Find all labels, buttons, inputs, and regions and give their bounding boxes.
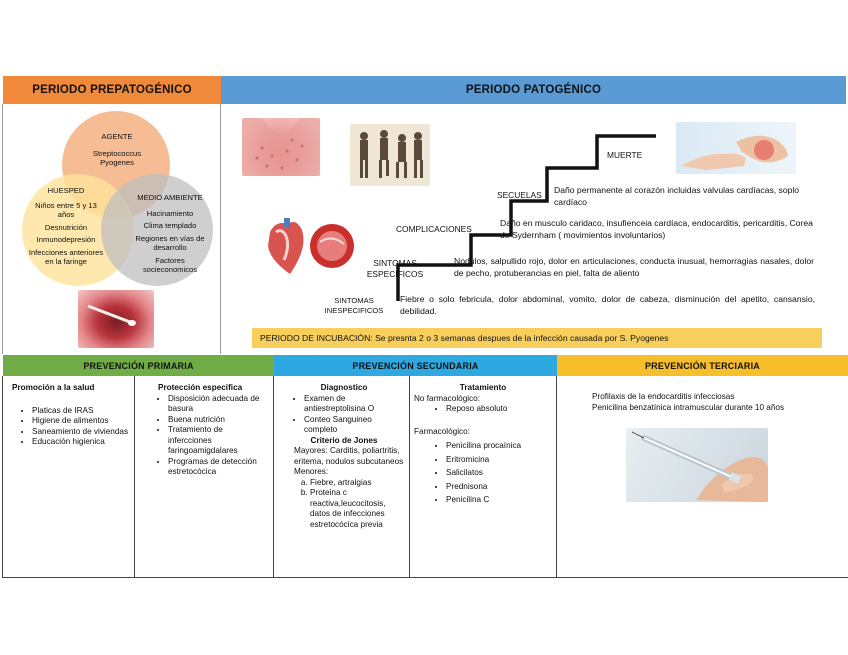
tertiary-prevention-header: PREVENCIÓN TERCIARIA [557, 355, 848, 376]
jones-menores-label: Menores: [294, 467, 329, 476]
venn-medio: MEDIO AMBIENTE Hacinamiento Clima templa… [128, 193, 212, 275]
diagnostico-list: Examen de antiestreptolisina O Conteo Sa… [282, 394, 406, 436]
step-text-complicaciones: Daño en musculo caridaco, insufienceia c… [500, 218, 813, 240]
medio-item: Hacinamiento [146, 208, 194, 218]
list-item: Educación higienica [32, 437, 130, 448]
list-item: Reposo absoluto [446, 404, 552, 415]
list-item: Saneamiento de viviendas [32, 427, 130, 438]
huesped-item: Desnutrición [44, 222, 88, 232]
incubation-text: PERIODO DE INCUBACIÓN: Se presnta 2 o 3 … [260, 333, 669, 343]
medio-item: Regiones en vías de desarrollo [135, 233, 205, 253]
huesped-item: Infecciones anteriores en la faringe [28, 247, 104, 267]
step-label-secuelas: SECUELAS [497, 190, 542, 200]
patogenic-title: PERIODO PATOGÉNICO [465, 84, 602, 96]
primary-prevention-title: PREVENCIÓN PRIMARIA [83, 360, 194, 371]
step-label-especificos: SINTOMAS ESPECIFICOS [366, 258, 424, 279]
list-item: Prednisona [446, 480, 552, 494]
divider [556, 376, 557, 578]
heart-anatomy-illustration [262, 216, 354, 280]
proteccion-list: Disposición adecuada de basura Buena nut… [146, 394, 268, 478]
terciaria-line: Profilaxis de la endocarditis infecciosa… [592, 392, 735, 401]
list-item: Salicilatos [446, 466, 552, 480]
venn-agente: AGENTE Streptococcus Pyogenes [82, 132, 152, 168]
injection-syringe-photo [626, 428, 768, 502]
venn-diagram [22, 111, 213, 286]
step-label-muerte: MUERTE [607, 150, 643, 160]
promocion-list: Platicas de IRAS Higiene de alimentos Sa… [12, 406, 130, 448]
list-item: Higiene de alimentos [32, 416, 130, 427]
tratamiento-block: Tratamiento No farmacológico: Reposo abs… [414, 383, 552, 507]
step-text-inespecificos: Fiebre o solo febricula, dolor abdominal… [400, 294, 815, 316]
huesped-title: HUESPED [47, 186, 85, 195]
list-item: Penicilina C [446, 493, 552, 507]
huesped-item: Inmunodepresión [36, 235, 96, 244]
vertical-divider [220, 104, 221, 354]
list-item: Penicilina procaínica [446, 439, 552, 453]
no-farm-label: No farmacológico: [414, 393, 480, 403]
venn-huesped-circle [22, 174, 134, 286]
venn-huesped: HUESPED Niños entre 5 y 13 años Desnutri… [27, 186, 105, 267]
promocion-title: Promoción a la salud [12, 383, 95, 392]
list-item: Disposición adecuada de basura [168, 394, 268, 415]
step-label-complicaciones: COMPLICACIONES [396, 224, 472, 234]
step-text-especificos: Nodulos, salpullido rojo, dolor en artic… [454, 256, 814, 278]
list-item: Buena nutrición [168, 415, 268, 426]
agente-title: AGENTE [101, 132, 133, 141]
venn-medio-circle [101, 174, 213, 286]
incubation-bar: PERIODO DE INCUBACIÓN: Se presnta 2 o 3 … [252, 328, 822, 348]
divider [273, 376, 274, 578]
no-farm-list: Reposo absoluto [414, 404, 552, 415]
divider [134, 376, 135, 578]
stair-line [396, 134, 656, 301]
tratamiento-title: Tratamiento [459, 383, 507, 392]
farm-list: Penicilina procaínica Eritromicina Salic… [414, 439, 552, 507]
list-item: Eritromicina [446, 453, 552, 467]
medio-title: MEDIO AMBIENTE [137, 193, 203, 202]
left-border [2, 104, 3, 354]
huesped-item: Niños entre 5 y 13 años [35, 200, 97, 220]
staircase [396, 134, 656, 301]
diagnostico-title: Diagnostico [320, 383, 368, 392]
secondary-prevention-header: PREVENCIÓN SECUNDARIA [274, 355, 557, 376]
list-item: Tratamiento de infercciones faringoamigd… [168, 425, 268, 457]
list-item: Fiebre, artralgias [310, 478, 406, 489]
promocion-block: Promoción a la salud Platicas de IRAS Hi… [12, 383, 130, 448]
farm-label: Farmacológico: [414, 426, 470, 436]
list-item: Examen de antiestreptolisina O [304, 394, 406, 415]
agente-text: Streptococcus Pyogenes [92, 148, 142, 168]
terciaria-block: Profilaxis de la endocarditis infecciosa… [592, 392, 842, 413]
patogenic-header: PERIODO PATOGÉNICO [221, 76, 846, 104]
dancing-figures-illustration [350, 124, 430, 186]
prepatogenic-header: PERIODO PREPATOGÉNICO [3, 76, 221, 104]
jones-mayores: Mayores: Carditis, poliartritis, eritema… [294, 446, 404, 466]
jones-menores-list: Fiebre, artralgias Proteina c reactiva,l… [282, 478, 406, 531]
tertiary-prevention-title: PREVENCIÓN TERCIARIA [644, 360, 760, 371]
primary-prevention-header: PREVENCIÓN PRIMARIA [3, 355, 274, 376]
secondary-prevention-title: PREVENCIÓN SECUNDARIA [352, 360, 479, 371]
rash-skin-photo [242, 118, 320, 176]
prevention-area-border [3, 376, 848, 578]
divider [409, 376, 410, 578]
medio-item: Factores socieconomicos [142, 255, 198, 275]
prepatogenic-title: PERIODO PREPATOGÉNICO [32, 84, 192, 96]
step-label-inespecificos: SINTOMAS INESPECIFICOS [324, 296, 384, 315]
hands-pain-photo [676, 122, 796, 174]
diagnostico-block: Diagnostico Examen de antiestreptolisina… [282, 383, 406, 530]
step-text-secuelas: Daño permanente al corazón incluidas val… [554, 185, 800, 207]
list-item: Proteina c reactiva,leucocitosis, datos … [310, 488, 406, 530]
proteccion-block: Protección especifica Disposición adecua… [146, 383, 268, 478]
throat-swab-photo [78, 290, 154, 348]
terciaria-line: Penicilina benzatínica intramuscular dur… [592, 402, 785, 412]
proteccion-title: Protección especifica [158, 383, 243, 392]
list-item: Programas de detección estretocócica [168, 457, 268, 478]
list-item: Conteo Sanguineo completo [304, 415, 406, 436]
jones-title: Criterio de Jones [310, 435, 378, 445]
list-item: Platicas de IRAS [32, 406, 130, 417]
medio-item: Clima templado [143, 221, 197, 230]
divider [2, 376, 3, 578]
